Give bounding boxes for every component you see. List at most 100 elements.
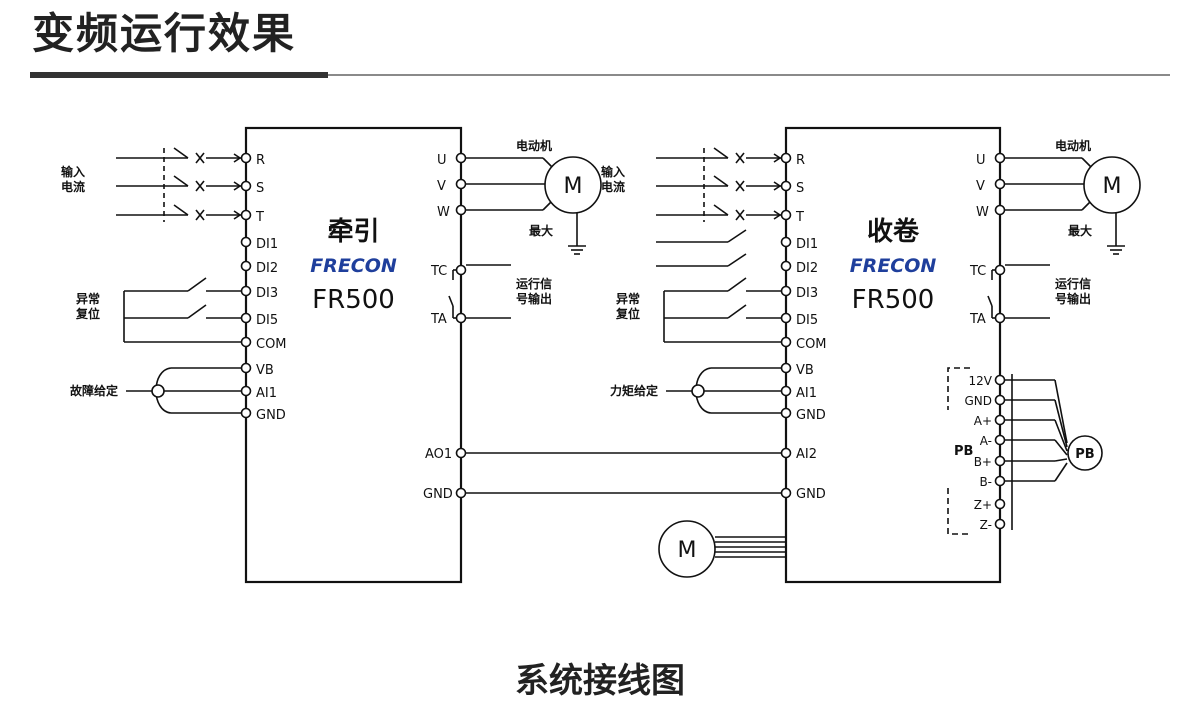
pb-terminal-b- (994, 475, 1006, 487)
pb-terminal-a- (994, 434, 1006, 446)
left-terminal-label: GND (423, 487, 453, 502)
pb-terminal-z+ (994, 498, 1006, 510)
left-terminal-ta (455, 312, 467, 324)
right-pot-label: 力矩给定 (610, 383, 658, 398)
switch-blade (727, 277, 747, 292)
pb-terminal-label: B+ (974, 455, 992, 469)
right-reset-label: 异常 (616, 291, 640, 306)
left-terminal-ao1 (455, 447, 467, 459)
right-max-label: 最大 (1068, 223, 1092, 238)
left-drive-model: FR500 (312, 285, 395, 315)
arrow-head (233, 210, 242, 220)
left-terminal-label: DI5 (256, 313, 278, 328)
left-brand-logo: FRECON (310, 255, 397, 277)
arrow-head (233, 181, 242, 191)
left-terminal-tc (455, 264, 467, 276)
left-terminal-s (240, 180, 252, 192)
left-terminal-label: T (255, 210, 264, 225)
right-input-current-label: 电流 (601, 179, 625, 194)
right-terminal-label: R (796, 153, 805, 168)
right-terminal-label: DI5 (796, 313, 818, 328)
left-terminal-label: TC (430, 264, 447, 279)
fuse-mark (195, 180, 205, 192)
left-input-current-label: 输入 (61, 164, 85, 179)
pb-bracket (947, 488, 970, 535)
switch-blade (187, 304, 207, 319)
right-terminal-label: GND (796, 408, 826, 423)
left-terminal-di3 (240, 285, 252, 297)
right-terminal-t (780, 209, 792, 221)
left-motor-label: 电动机 (516, 138, 552, 153)
bottom-motor-symbol: M (678, 538, 697, 563)
right-terminal-label: TA (969, 312, 986, 327)
right-terminal-w (994, 204, 1006, 216)
left-terminal-label: DI2 (256, 261, 278, 276)
pot-wiper (151, 384, 165, 398)
pb-fan (1054, 419, 1068, 452)
pb-terminal-b+ (994, 455, 1006, 467)
fuse-mark (195, 209, 205, 221)
left-terminal-di2 (240, 260, 252, 272)
right-terminal-r (780, 152, 792, 164)
pb-terminal-label: Z- (980, 518, 992, 532)
right-terminal-label: T (795, 210, 804, 225)
left-relay-label: 号输出 (516, 291, 552, 306)
pb-terminal-z- (994, 518, 1006, 530)
switch-blade (713, 147, 729, 159)
right-terminal-tc (994, 264, 1006, 276)
left-terminal-label: AI1 (256, 386, 277, 401)
right-brand-logo: FRECON (850, 255, 937, 277)
right-motor-label: 电动机 (1055, 138, 1091, 153)
right-terminal-di1 (780, 236, 792, 248)
arrow-head (233, 153, 242, 163)
bottom-motor (658, 520, 716, 578)
right-terminal-gnd (780, 407, 792, 419)
left-drive-box (244, 126, 463, 584)
fuse-mark (735, 209, 745, 221)
pot-wiper (691, 384, 705, 398)
right-terminal-label: COM (796, 337, 827, 352)
left-motor-symbol: M (564, 174, 583, 199)
right-terminal-label: W (976, 205, 989, 220)
left-terminal-label: DI1 (256, 237, 278, 252)
right-terminal-di5 (780, 312, 792, 324)
left-terminal-label: TA (430, 312, 447, 327)
pb-terminal-label: A+ (974, 414, 992, 428)
pb-terminal-12v (994, 374, 1006, 386)
pb-terminal-label: 12V (969, 374, 993, 388)
left-terminal-com (240, 336, 252, 348)
left-motor (544, 156, 602, 214)
right-terminal-com (780, 336, 792, 348)
fuse-mark (195, 152, 205, 164)
left-terminal-label: W (437, 205, 450, 220)
right-terminal-label: DI2 (796, 261, 818, 276)
right-terminal-u (994, 152, 1006, 164)
pb-terminal-label: Z+ (974, 498, 992, 512)
pb-terminal-label: A- (980, 434, 992, 448)
right-terminal-label: AI2 (796, 447, 817, 462)
right-drive-name: 收卷 (867, 217, 920, 247)
pb-fan (1054, 462, 1068, 482)
left-terminal-v (455, 178, 467, 190)
right-terminal-s (780, 180, 792, 192)
left-relay-label: 运行信 (516, 276, 552, 291)
diagram-caption: 系统接线图 (515, 661, 685, 701)
right-terminal-di2 (780, 260, 792, 272)
left-terminal-gnd (240, 407, 252, 419)
relay-mark (448, 295, 454, 307)
switch-blade (173, 147, 189, 159)
left-terminal-label: DI3 (256, 286, 278, 301)
right-relay-label: 号输出 (1055, 291, 1091, 306)
pb-bracket (947, 367, 970, 410)
right-terminal-v (994, 178, 1006, 190)
right-terminal-label: AI1 (796, 386, 817, 401)
left-terminal-t (240, 209, 252, 221)
switch-blade (173, 204, 189, 216)
right-reset-label: 复位 (615, 306, 640, 321)
right-terminal-di3 (780, 285, 792, 297)
right-relay-label: 运行信 (1055, 276, 1091, 291)
fuse-mark (735, 180, 745, 192)
right-terminal-ai1 (780, 385, 792, 397)
arrow-head (773, 181, 782, 191)
pb-terminal-gnd (994, 394, 1006, 406)
